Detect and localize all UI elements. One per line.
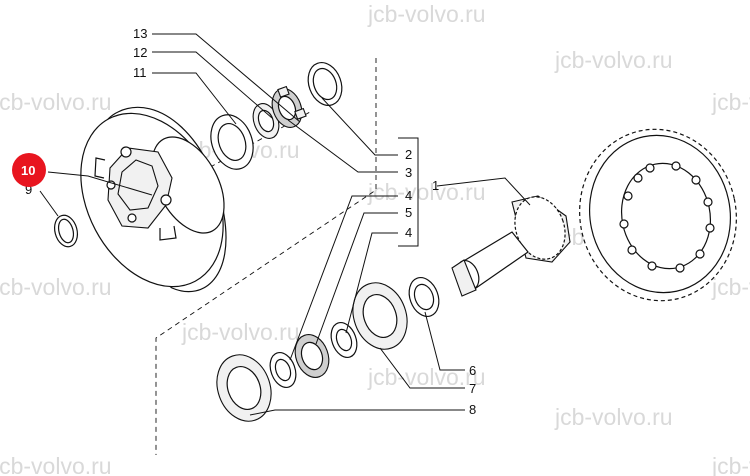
watermark-text: jcb-volvo.ru [367,179,486,205]
leader-line-2 [321,97,398,156]
callout-label-11: 11 [133,65,147,80]
grouping-bracket [398,137,419,247]
callout-label-9: 9 [25,182,32,197]
callout-label-12: 12 [133,45,147,60]
callout-labels: 13 12 11 2 3 4 5 4 1 6 7 8 9 [25,26,476,417]
leader-line-4a [289,195,398,361]
watermark-text: jcb-volvo.ru [367,1,486,27]
leader-line-8 [249,409,465,416]
callout-label-10: 10 [21,163,35,178]
watermark-text: jcb-volvo.ru [711,274,750,300]
leader-line-13 [152,33,301,123]
watermark-text: jcb-volvo.ru [0,453,112,476]
callout-label-1: 1 [432,178,439,193]
pinion-shaft [451,195,571,297]
watermark-text: jcb-volvo.ru [554,47,673,73]
callout-label-4b: 4 [405,225,412,240]
leader-line-4b [345,232,398,334]
callout-label-5: 5 [405,205,412,220]
callout-label-8: 8 [469,402,476,417]
leader-line-11 [152,72,237,125]
lower-bearing-stack [216,277,440,422]
watermark-text: jcb-volvo.ru [711,89,750,115]
watermark-text: jcb-volvo.ru [711,453,750,476]
leader-line-7 [379,347,465,389]
callout-label-2: 2 [405,147,412,162]
highlighted-callout-10[interactable]: 10 [12,153,46,187]
leader-lines [39,33,531,416]
watermark-text: jcb-volvo.ru [367,364,486,390]
callout-label-7: 7 [469,381,476,396]
differential-housing [80,106,227,293]
callout-label-4a: 4 [405,188,412,203]
leader-line-10 [47,171,153,196]
ring-gear [579,128,737,302]
leader-line-1 [436,177,531,206]
watermark-text: jcb-volvo.ru [0,89,112,115]
callout-label-3: 3 [405,165,412,180]
leader-line-3 [287,119,398,173]
watermark-text: jcb-volvo.ru [181,319,300,345]
callout-label-6: 6 [469,363,476,378]
watermark-text: jcb-volvo.ru [0,274,112,300]
leader-line-5 [315,212,398,345]
leader-line-12 [152,51,273,119]
highlight-marker[interactable] [12,153,46,187]
callout-label-13: 13 [133,26,147,41]
watermark-text: jcb-volvo.ru [554,404,673,430]
leader-line-6 [424,311,465,371]
snap-ring-inner [57,218,75,244]
leader-line-9 [39,190,59,217]
assembly-guide-line [155,58,377,455]
